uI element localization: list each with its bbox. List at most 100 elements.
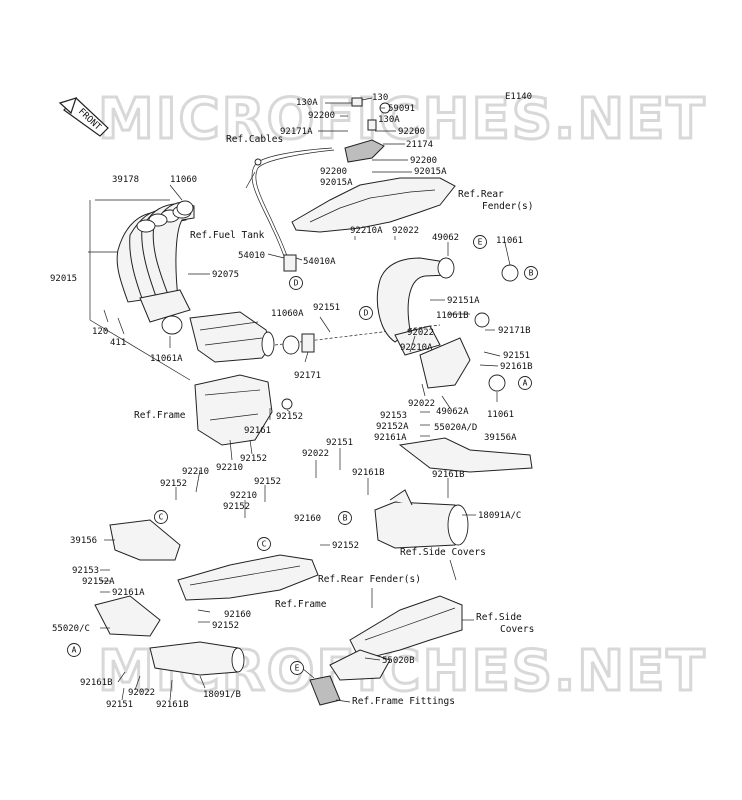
part-label: 11061 <box>496 236 523 246</box>
part-label: 92200 <box>308 111 335 121</box>
part-label: 39178 <box>112 175 139 185</box>
muffler-left <box>94 595 245 676</box>
part-label: 411 <box>110 338 126 348</box>
catalyzer-pipe <box>189 311 275 363</box>
part-label: 92171B <box>498 326 531 336</box>
lower-frame <box>177 554 319 601</box>
part-label: 92160 <box>294 514 321 524</box>
cover-55020b <box>329 649 391 681</box>
heat-guard-39156 <box>109 519 181 561</box>
part-label: 130 <box>372 93 388 103</box>
ref-label: Ref.Rear <box>458 189 504 200</box>
gasket-11060 <box>176 200 194 216</box>
muffler-right <box>374 489 469 549</box>
ref-label: Ref.Side Covers <box>400 547 486 558</box>
part-label: 18091A/C <box>478 511 521 521</box>
part-label: 92152 <box>160 479 187 489</box>
svg-text:E: E <box>478 238 483 247</box>
callout-circle-b-mid: B <box>338 511 352 525</box>
part-label: 11060 <box>170 175 197 185</box>
part-label: 92200 <box>320 167 347 177</box>
cable-clamp <box>254 158 262 166</box>
part-label: 92200 <box>398 127 425 137</box>
bolt-130a <box>367 119 377 131</box>
ref-label: Fender(s) <box>482 201 533 212</box>
part-label: 92152 <box>223 502 250 512</box>
part-label: 92015A <box>320 178 353 188</box>
callout-circle-a-bottom: A <box>67 643 81 657</box>
part-label: 49062 <box>432 233 459 243</box>
part-label: 92210A <box>350 226 383 236</box>
heat-guard-39156a <box>398 437 533 473</box>
part-label: 92200 <box>410 156 437 166</box>
callout-circle-b-top: B <box>524 266 538 280</box>
ref-labels: Ref.Cables Ref.Rear Fender(s) Ref.Fuel T… <box>134 134 534 707</box>
ref-label: Ref.Frame Fittings <box>352 696 455 707</box>
mid-pipe-assembly <box>376 257 519 392</box>
part-label: 92160 <box>224 610 251 620</box>
part-label: 92152 <box>332 541 359 551</box>
junction-connector <box>283 254 297 272</box>
svg-text:D: D <box>294 279 299 288</box>
part-label: 92153 <box>380 411 407 421</box>
part-label: 54010A <box>303 257 336 267</box>
part-label: 92015A <box>414 167 447 177</box>
side-covers <box>309 595 463 706</box>
part-label: 92151 <box>503 351 530 361</box>
part-label: 11061 <box>487 410 514 420</box>
part-label: 92152 <box>212 621 239 631</box>
part-label: 11061A <box>150 354 183 364</box>
callout-circle-d-top: D <box>289 276 303 290</box>
part-label: 49062A <box>436 407 469 417</box>
part-label: 92022 <box>392 226 419 236</box>
part-label: 92022 <box>408 399 435 409</box>
part-label: 92151 <box>326 438 353 448</box>
gasket-11060a <box>282 335 300 355</box>
callout-circle-d-mid: D <box>359 306 373 320</box>
part-label: 92015 <box>50 274 77 284</box>
part-label: 59091 <box>388 104 415 114</box>
part-label: 92151 <box>106 700 133 710</box>
svg-text:B: B <box>529 269 534 278</box>
part-label: 92022 <box>128 688 155 698</box>
callout-circle-c-left: C <box>154 510 168 524</box>
part-label: 92022 <box>407 328 434 338</box>
part-label: 92152 <box>276 412 303 422</box>
part-label: 92151A <box>447 296 480 306</box>
gasket-11061b <box>474 312 490 328</box>
part-label: 130A <box>378 115 400 125</box>
front-arrow-icon: FRONT <box>58 97 109 137</box>
part-labels: 130A 130 59091 92200 130A 92171A 92200 2… <box>50 93 533 710</box>
svg-text:A: A <box>523 379 528 388</box>
part-label: 92161B <box>432 470 465 480</box>
part-label: 92171A <box>280 127 313 137</box>
callout-circle-e-top: E <box>473 235 487 249</box>
rear-fender-assembly <box>291 97 456 233</box>
part-label: 92161B <box>500 362 533 372</box>
cover-55020c <box>94 595 161 637</box>
exhaust-header-pipes <box>116 200 195 335</box>
part-label: 39156 <box>70 536 97 546</box>
bracket-21174 <box>344 139 385 163</box>
part-label: 92210 <box>230 491 257 501</box>
part-label: 120 <box>92 327 108 337</box>
clamp-92171 <box>301 333 315 353</box>
center-frame <box>194 374 293 446</box>
ref-label: Ref.Cables <box>226 134 283 145</box>
svg-text:C: C <box>262 540 267 549</box>
part-label: 92152A <box>82 577 115 587</box>
cable-routing <box>251 147 335 272</box>
part-label: 92171 <box>294 371 321 381</box>
pipe-49062a <box>419 337 471 389</box>
part-label: 92210A <box>400 343 433 353</box>
part-label: 55020/C <box>52 624 90 634</box>
part-label: 39156A <box>484 433 517 443</box>
part-label: 55020B <box>382 656 415 666</box>
part-label: 92161B <box>352 468 385 478</box>
watermark-top: MICROFICHES.NET <box>98 87 707 152</box>
ref-label: Covers <box>500 624 534 635</box>
part-label: 11061B <box>436 311 469 321</box>
ref-label: Ref.Frame <box>134 410 186 421</box>
part-label: 18091/B <box>203 690 241 700</box>
